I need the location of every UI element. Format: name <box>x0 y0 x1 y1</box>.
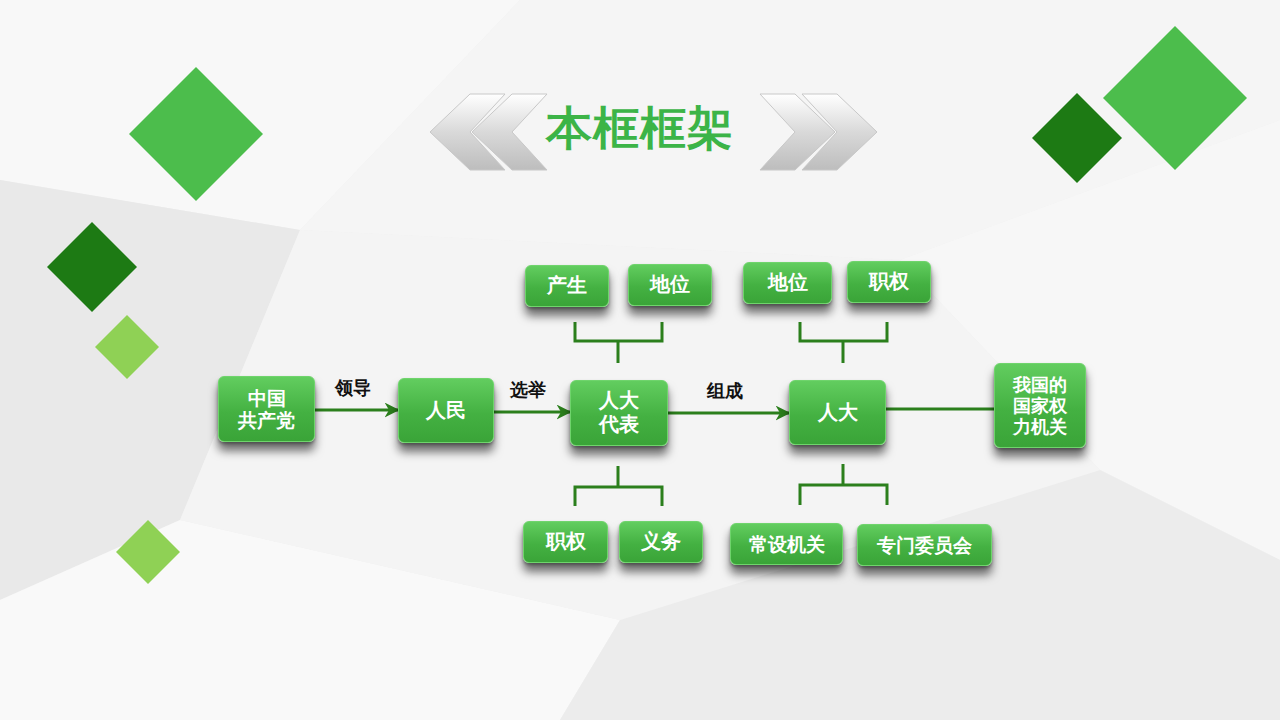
background-facet <box>0 520 620 720</box>
box-label: 专门委员会 <box>877 534 972 556</box>
box-label: 我国的 国家权 力机关 <box>1009 374 1071 438</box>
process-box: 人大 <box>789 380 886 445</box>
process-box: 职权 <box>523 521 608 563</box>
box-label: 常设机关 <box>749 533 825 555</box>
bracket <box>800 322 887 363</box>
connector-arrow <box>668 412 789 415</box>
edge-label: 选举 <box>510 378 546 402</box>
edge-label: 领导 <box>335 376 371 400</box>
box-label: 地位 <box>650 273 690 297</box>
process-box: 我国的 国家权 力机关 <box>994 363 1086 448</box>
box-label: 义务 <box>641 530 681 554</box>
box-label: 地位 <box>768 271 808 295</box>
process-box: 中国 共产党 <box>218 376 315 442</box>
box-label: 人大 <box>818 401 858 425</box>
process-box: 人大 代表 <box>570 380 668 446</box>
process-box: 产生 <box>525 265 609 307</box>
box-label: 人民 <box>426 399 466 423</box>
box-label: 人大 代表 <box>595 389 643 436</box>
process-box: 专门委员会 <box>857 524 992 566</box>
process-box: 常设机关 <box>730 523 843 565</box>
box-label: 职权 <box>869 270 909 294</box>
background-facet <box>180 230 1100 620</box>
bracket <box>575 322 662 363</box>
deco-diamond <box>116 520 180 584</box>
bracket <box>800 464 887 505</box>
box-label: 中国 共产党 <box>235 387 299 432</box>
connector-arrow <box>315 409 398 412</box>
process-box: 地位 <box>628 264 712 306</box>
title-chevron <box>472 94 547 170</box>
box-label: 职权 <box>546 530 586 554</box>
process-box: 职权 <box>847 261 931 303</box>
deco-diamond <box>95 315 159 379</box>
box-label: 产生 <box>547 274 587 298</box>
process-box: 人民 <box>398 378 494 443</box>
title-chevron <box>802 94 877 170</box>
edge-label: 组成 <box>707 379 743 403</box>
deco-diamond <box>129 67 263 201</box>
deco-diamond <box>1103 26 1247 170</box>
deco-diamond <box>47 222 137 312</box>
connector-arrow <box>494 411 570 414</box>
deco-diamond <box>1032 93 1122 183</box>
process-box: 义务 <box>619 521 703 563</box>
connector-arrow <box>886 408 994 411</box>
bracket <box>575 466 662 506</box>
slide-title: 本框框架 <box>0 98 1280 160</box>
process-box: 地位 <box>743 262 832 304</box>
